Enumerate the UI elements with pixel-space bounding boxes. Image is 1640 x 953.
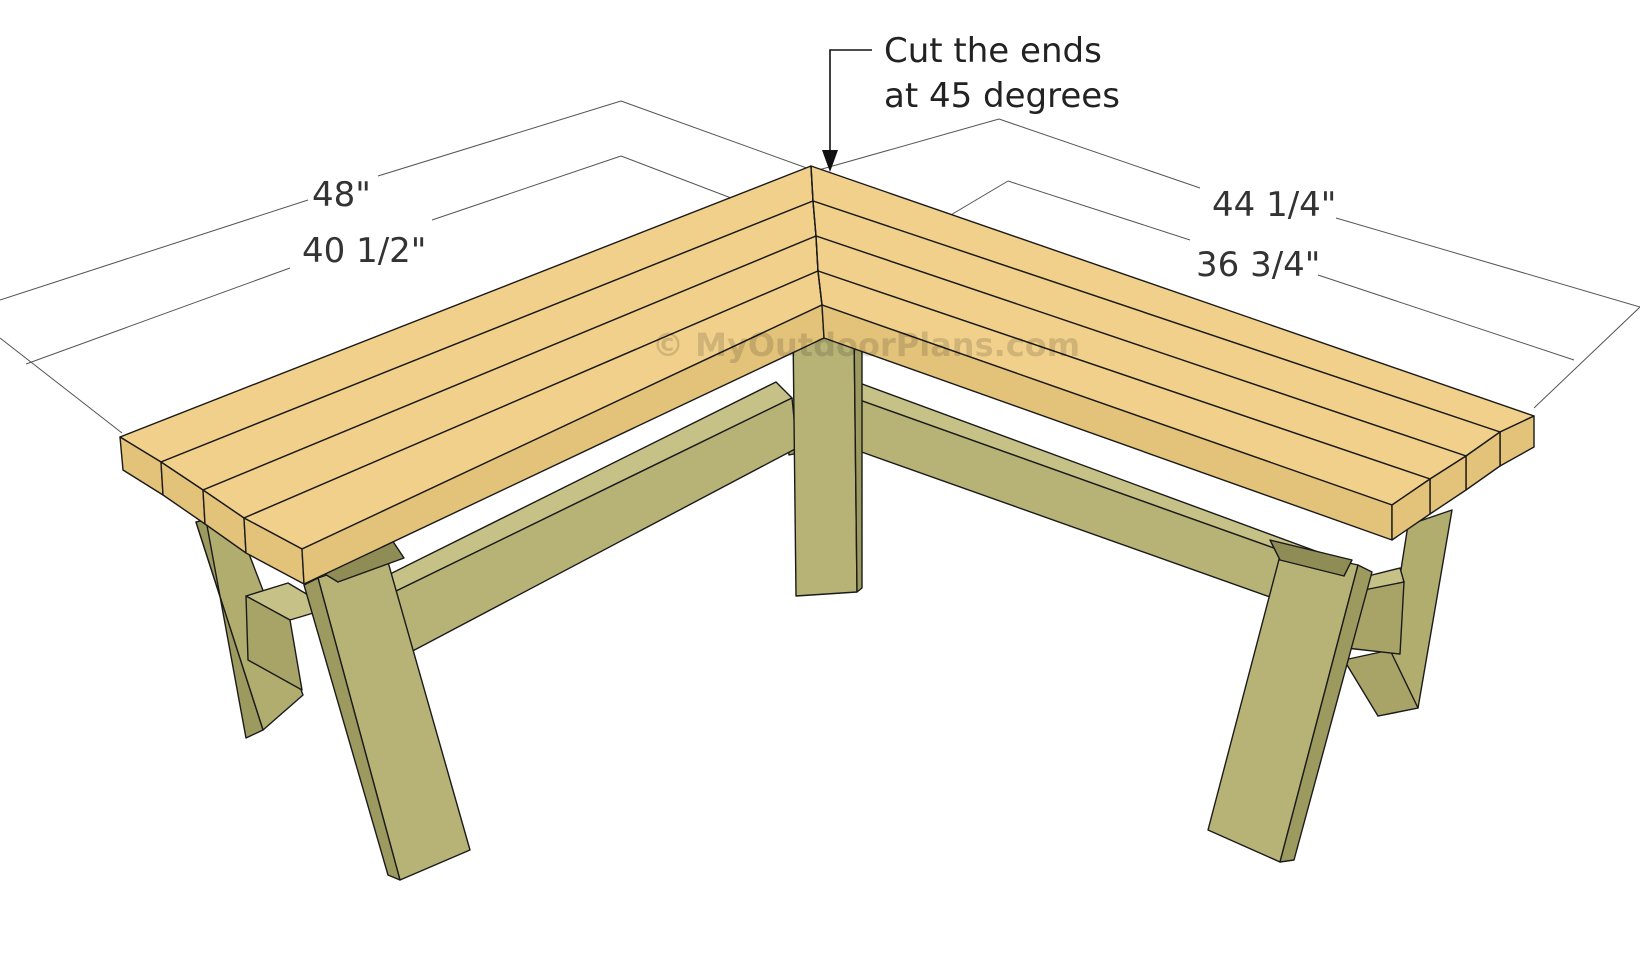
dim-left-inner-line-a [25, 267, 291, 365]
dim-right-inner-line-c [1317, 274, 1575, 361]
bench-frame [195, 325, 1453, 881]
left-brace-face [245, 595, 303, 691]
dim-left-inner-line-b [431, 155, 622, 221]
right-front-leg-side [1279, 564, 1373, 863]
dim-right-outer-ext [1533, 306, 1640, 409]
dim-right-outer-line-b [998, 118, 1201, 189]
dim-left-outer-line-a [0, 199, 309, 301]
dim-left-outer-ext-b [0, 337, 123, 434]
dim-left-outer-ext-a [620, 100, 816, 172]
dim-label-right-outer: 44 1/4" [1212, 185, 1336, 225]
corner-post-front [792, 325, 858, 597]
callout-line-1: Cut the ends [884, 31, 1102, 71]
dim-label-left-inner: 40 1/2" [302, 231, 426, 271]
dim-right-inner-line-b [1007, 180, 1191, 241]
miter-joint-line [810, 165, 823, 306]
dim-label-right-inner: 36 3/4" [1196, 245, 1320, 285]
dim-right-outer-line-c [1335, 217, 1640, 308]
watermark: © MyOutdoorPlans.com [652, 326, 1080, 364]
bench-seat [119, 165, 1535, 585]
right-rear-leg-side [1343, 649, 1419, 717]
callout-arrow [822, 49, 872, 172]
dim-left-outer-line-b [377, 100, 622, 177]
dim-right-outer-line-a [814, 118, 1000, 172]
right-top-block [1269, 539, 1353, 577]
seat-edge-right-3b [1391, 478, 1431, 541]
callout-line-2: at 45 degrees [884, 76, 1120, 116]
dim-label-left-outer: 48" [312, 175, 371, 215]
